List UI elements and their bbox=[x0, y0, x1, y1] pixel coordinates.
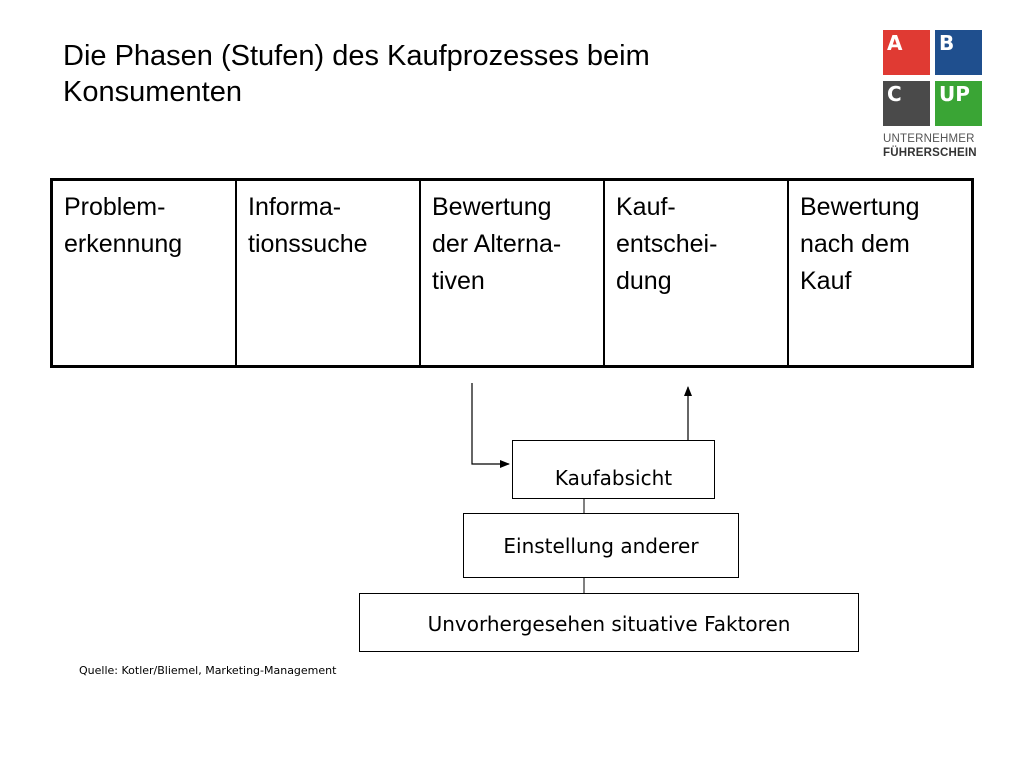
title-line-1: Die Phasen (Stufen) des Kaufprozesses be… bbox=[63, 40, 650, 72]
purchase-intent-label: Kaufabsicht bbox=[554, 465, 673, 490]
arrow-evaluation-to-intent bbox=[471, 383, 510, 468]
phase-label-line: tionssuche bbox=[248, 230, 368, 258]
logo-tile-up: UP bbox=[935, 81, 982, 126]
phase-label-line: Bewertung bbox=[800, 193, 920, 221]
phase-label-line: tiven bbox=[432, 267, 485, 295]
page-title: Die Phasen (Stufen) des Kaufprozesses be… bbox=[63, 38, 823, 110]
title-line-2: Konsumenten bbox=[63, 76, 242, 108]
phase-purchase-decision: Kauf- entschei- dung bbox=[605, 181, 789, 365]
logo-text-line-2: FÜHRERSCHEIN bbox=[883, 147, 977, 159]
phase-information-search: Informa- tionssuche bbox=[237, 181, 421, 365]
logo-text-line-1: UNTERNEHMER bbox=[883, 133, 975, 145]
phase-label-line: Informa- bbox=[248, 193, 342, 221]
abc-up-logo: A B C UP UNTERNEHMER FÜHRERSCHEIN bbox=[883, 30, 987, 162]
situational-factors-label: Unvorhergesehen situative Faktoren bbox=[427, 611, 791, 636]
phase-label-line: Kauf bbox=[800, 267, 852, 295]
phase-label-line: erkennung bbox=[64, 230, 183, 258]
phase-label-line: nach dem bbox=[800, 230, 910, 258]
attitude-of-others-box: Einstellung anderer bbox=[463, 513, 739, 578]
phase-problem-recognition: Problem- erkennung bbox=[53, 181, 237, 365]
logo-tile-a: A bbox=[883, 30, 930, 75]
purchase-intent-box: Kaufabsicht bbox=[512, 440, 715, 499]
phase-label-line: Problem- bbox=[64, 193, 166, 221]
phase-label-line: Kauf- bbox=[616, 193, 676, 221]
phase-label-line: dung bbox=[616, 267, 672, 295]
phase-label-line: Bewertung bbox=[432, 193, 552, 221]
purchase-phases-table: Problem- erkennung Informa- tionssuche B… bbox=[50, 178, 974, 368]
logo-tile-b: B bbox=[935, 30, 982, 75]
logo-tile-c: C bbox=[883, 81, 930, 126]
phase-evaluation-of-alternatives: Bewertung der Alterna- tiven bbox=[421, 181, 605, 365]
attitude-of-others-label: Einstellung anderer bbox=[503, 533, 699, 558]
source-citation: Quelle: Kotler/Bliemel, Marketing-Manage… bbox=[79, 664, 337, 677]
phase-post-purchase-evaluation: Bewertung nach dem Kauf bbox=[789, 181, 971, 365]
situational-factors-box: Unvorhergesehen situative Faktoren bbox=[359, 593, 859, 652]
phase-label-line: der Alterna- bbox=[432, 230, 562, 258]
phase-label-line: entschei- bbox=[616, 230, 718, 258]
